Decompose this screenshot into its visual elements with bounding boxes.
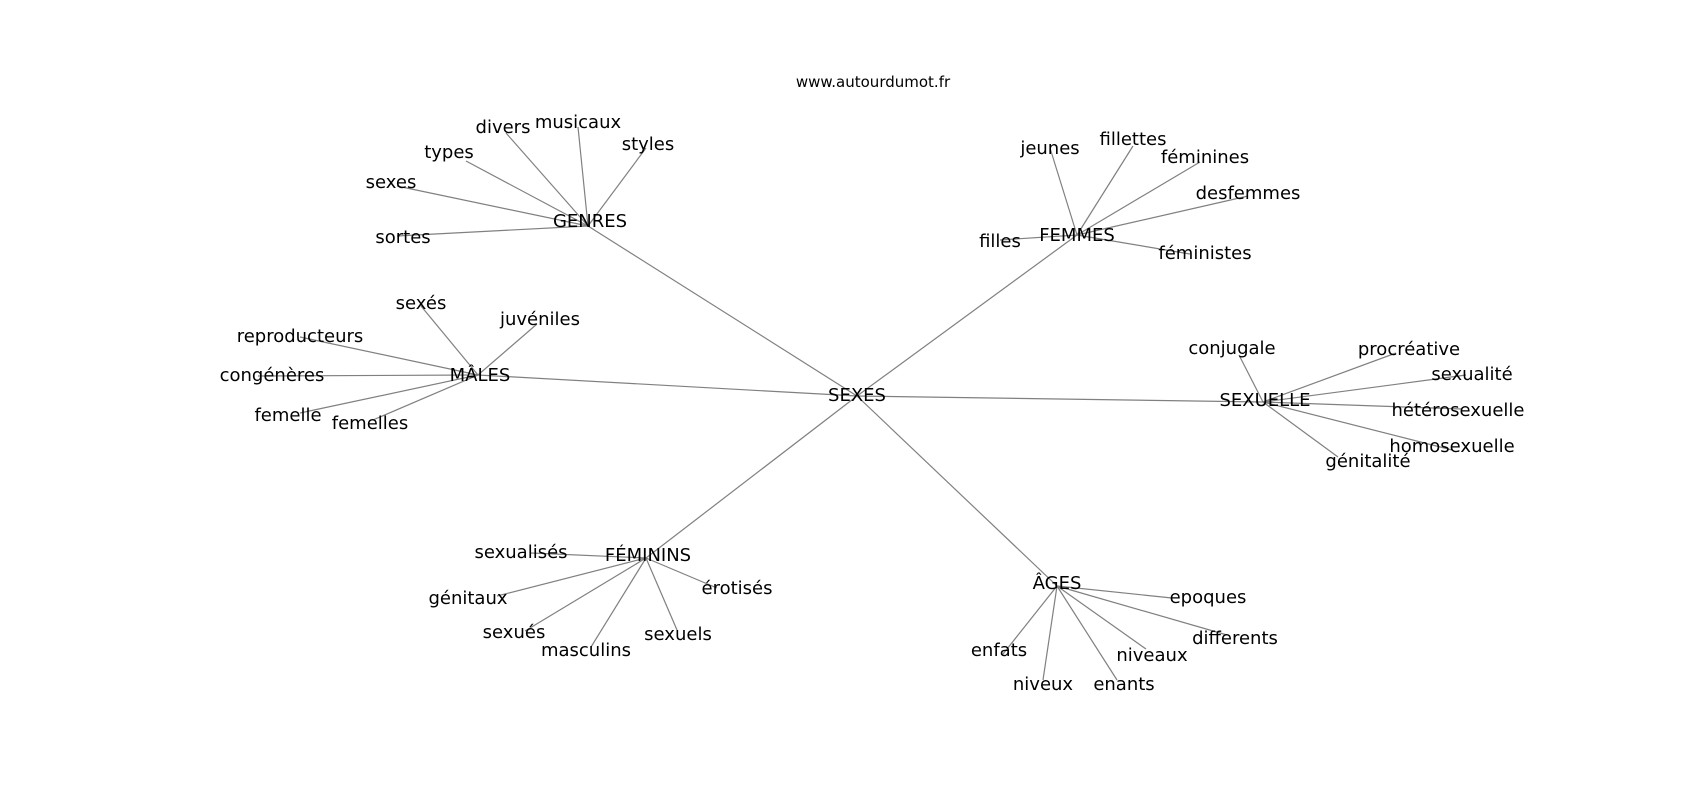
leaf-node-femelles: femelles <box>332 413 408 434</box>
edge-femmes-jeunes <box>1049 147 1078 236</box>
edge-sexes-genres <box>587 225 858 397</box>
edge-genres-styles <box>587 147 647 227</box>
edge-sexuelle-genitalite <box>1262 401 1339 458</box>
edge-ages-enants <box>1056 585 1118 681</box>
edge-feminins-genitaux <box>496 557 647 597</box>
edge-feminins-sexues <box>524 557 647 632</box>
edge-femmes-feminines <box>1076 161 1201 236</box>
edge-sexuelle-heterosexuelle <box>1262 401 1463 410</box>
edge-sexes-sexuelle <box>856 395 1264 403</box>
leaf-node-styles: styles <box>622 134 675 155</box>
leaf-node-homosexuelle: homosexuelle <box>1389 436 1514 457</box>
leaf-node-feminines: féminines <box>1161 147 1249 168</box>
hub-node-genres: GENRES <box>553 211 627 232</box>
edge-genres-sexes <box>396 185 589 227</box>
leaf-node-procreative: procréative <box>1358 339 1460 360</box>
leaf-node-reproducteurs: reproducteurs <box>237 326 364 347</box>
edge-males-femelles <box>372 374 479 421</box>
edge-sexuelle-procreative <box>1262 352 1397 403</box>
source-label: www.autourdumot.fr <box>796 73 951 91</box>
edge-ages-niveaux <box>1056 585 1147 650</box>
leaf-node-niveux: niveux <box>1013 674 1074 695</box>
hub-node-ages: ÂGES <box>1033 572 1082 594</box>
leaf-node-masculins: masculins <box>541 640 631 661</box>
edge-feminins-sexualises <box>530 552 647 559</box>
leaf-node-feministes: féministes <box>1158 243 1251 264</box>
edge-femmes-feministes <box>1076 234 1191 255</box>
leaf-node-enfats: enfats <box>971 640 1027 661</box>
edge-males-femelle <box>299 374 479 414</box>
edge-genres-divers <box>505 132 589 227</box>
edge-femmes-fillettes <box>1076 145 1134 236</box>
edge-sexes-ages <box>856 395 1058 587</box>
leaf-node-congeneres: congénères <box>220 365 325 386</box>
hub-node-femmes: FEMMES <box>1039 225 1115 246</box>
edge-males-congeneres <box>257 374 479 377</box>
leaf-node-sexues: sexués <box>483 622 546 643</box>
edge-sexuelle-homosexuelle <box>1262 401 1453 451</box>
edge-genres-musicaux <box>577 126 589 227</box>
hub-node-males: MÂLES <box>450 364 511 386</box>
leaf-node-niveaux: niveaux <box>1116 645 1188 666</box>
leaf-node-sexuels: sexuels <box>644 624 712 645</box>
leaf-node-conjugale: conjugale <box>1188 338 1275 359</box>
leaf-node-filles: filles <box>979 231 1021 252</box>
edge-genres-types <box>465 160 589 227</box>
leaf-node-sortes: sortes <box>375 227 430 248</box>
leaf-node-femelle: femelle <box>254 405 321 426</box>
edge-feminins-erotises <box>645 557 718 589</box>
leaf-node-jeunes: jeunes <box>1019 138 1079 159</box>
edge-ages-epoques <box>1056 585 1173 599</box>
leaf-node-genitalite: génitalité <box>1325 451 1410 472</box>
edge-males-reproducteurs <box>299 336 479 376</box>
edge-femmes-desfemmes <box>1076 195 1249 236</box>
edge-ages-differents <box>1056 585 1228 636</box>
graph-edges <box>257 126 1467 681</box>
leaf-node-genitaux: génitaux <box>428 588 507 609</box>
leaf-node-musicaux: musicaux <box>535 112 622 133</box>
leaf-node-juveniles: juvéniles <box>499 309 580 330</box>
leaf-node-fillettes: fillettes <box>1100 129 1167 150</box>
hub-node-feminins: FÉMININS <box>605 544 691 566</box>
leaf-node-divers: divers <box>476 117 531 138</box>
edge-feminins-sexuels <box>645 557 678 631</box>
leaf-node-erotises: érotisés <box>702 578 773 599</box>
leaf-node-sexes: sexés <box>396 293 447 314</box>
edge-sexuelle-conjugale <box>1238 354 1264 403</box>
leaf-node-sexes: sexes <box>366 172 417 193</box>
leaf-node-heterosexuelle: hétérosexuelle <box>1392 400 1525 421</box>
center-node-label: SEXES <box>828 385 886 406</box>
leaf-node-sexualises: sexualisés <box>474 542 567 563</box>
edge-males-sexes <box>420 305 479 376</box>
edge-sexuelle-sexualite <box>1262 374 1467 403</box>
leaf-node-desfemmes: desfemmes <box>1196 183 1301 204</box>
leaf-node-sexualite: sexualité <box>1431 364 1512 385</box>
leaf-node-types: types <box>424 142 474 163</box>
edge-femmes-filles <box>999 234 1078 241</box>
edge-sexes-feminins <box>645 395 858 559</box>
hub-node-sexuelle: SEXUELLE <box>1219 390 1310 411</box>
edge-feminins-masculins <box>590 557 647 648</box>
edge-ages-niveux <box>1042 585 1058 681</box>
edge-sexes-males <box>477 374 858 397</box>
leaf-node-epoques: epoques <box>1170 587 1247 608</box>
leaf-node-differents: differents <box>1192 628 1278 649</box>
edge-genres-sortes <box>396 225 589 237</box>
leaf-node-enants: enants <box>1093 674 1154 695</box>
edge-sexes-femmes <box>856 234 1078 397</box>
edge-males-juveniles <box>477 323 538 376</box>
edge-ages-enfats <box>1002 585 1058 655</box>
